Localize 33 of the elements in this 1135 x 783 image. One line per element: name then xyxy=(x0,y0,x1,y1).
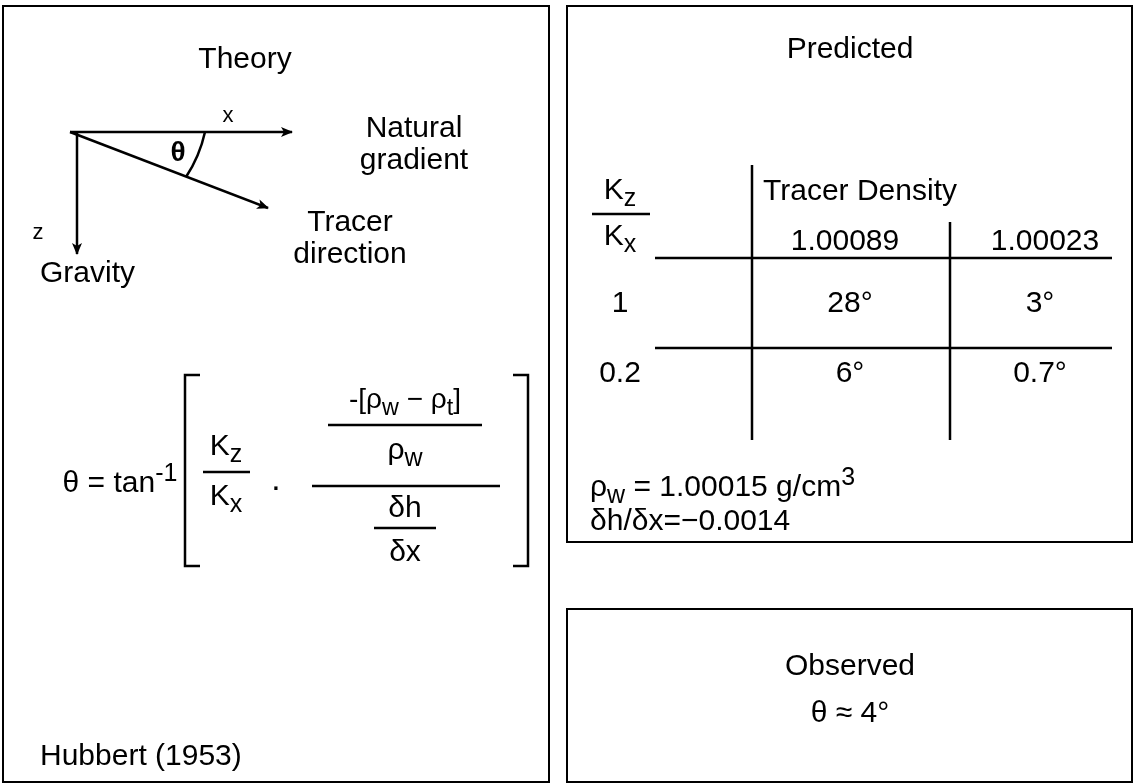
panel-title: Predicted xyxy=(786,32,914,64)
citation: Hubbert (1953) xyxy=(40,739,242,771)
formula-text: K$_{z}$ xyxy=(209,429,243,467)
table-cell: 0.7° xyxy=(1013,356,1067,388)
result-text: θ ≈ 4° xyxy=(810,696,890,728)
table-cell: 6° xyxy=(835,356,865,388)
panel-title: Observed xyxy=(784,649,916,681)
table-header: 1.00089 xyxy=(790,224,900,256)
formula-text: δx xyxy=(389,535,421,567)
panel xyxy=(566,608,1133,783)
table-header: Tracer Density xyxy=(763,174,957,206)
panel xyxy=(2,5,550,783)
formula-text: K$_{x}$ xyxy=(209,479,243,517)
table-cell: 0.2 xyxy=(599,356,641,388)
arrow-label: Gravity xyxy=(40,256,135,288)
panel-title: Theory xyxy=(198,42,292,74)
formula-text: · xyxy=(270,468,282,504)
table-header: K$_{z}$ xyxy=(603,173,637,211)
axis-label: z xyxy=(32,220,44,244)
table-cell: 1 xyxy=(611,286,629,318)
panel xyxy=(566,5,1133,543)
formula-text: δh xyxy=(388,491,422,523)
table-cell: 3° xyxy=(1025,286,1055,318)
table-cell: 28° xyxy=(827,286,873,318)
axis-label: x xyxy=(222,103,234,127)
table-header: 1.00023 xyxy=(990,224,1100,256)
angle-symbol: θ xyxy=(170,137,186,167)
formula-text: -[ρ$_{w}$ − ρ$_{t}$] xyxy=(349,384,461,420)
arrow-label: Natural gradient xyxy=(358,110,470,174)
formula-text: ρ$_{w}$ xyxy=(387,433,423,471)
arrow-label: Tracer direction xyxy=(292,204,408,268)
formula-text: θ = tan$^{-1}$ xyxy=(62,458,178,498)
table-header: K$_{x}$ xyxy=(603,219,637,257)
